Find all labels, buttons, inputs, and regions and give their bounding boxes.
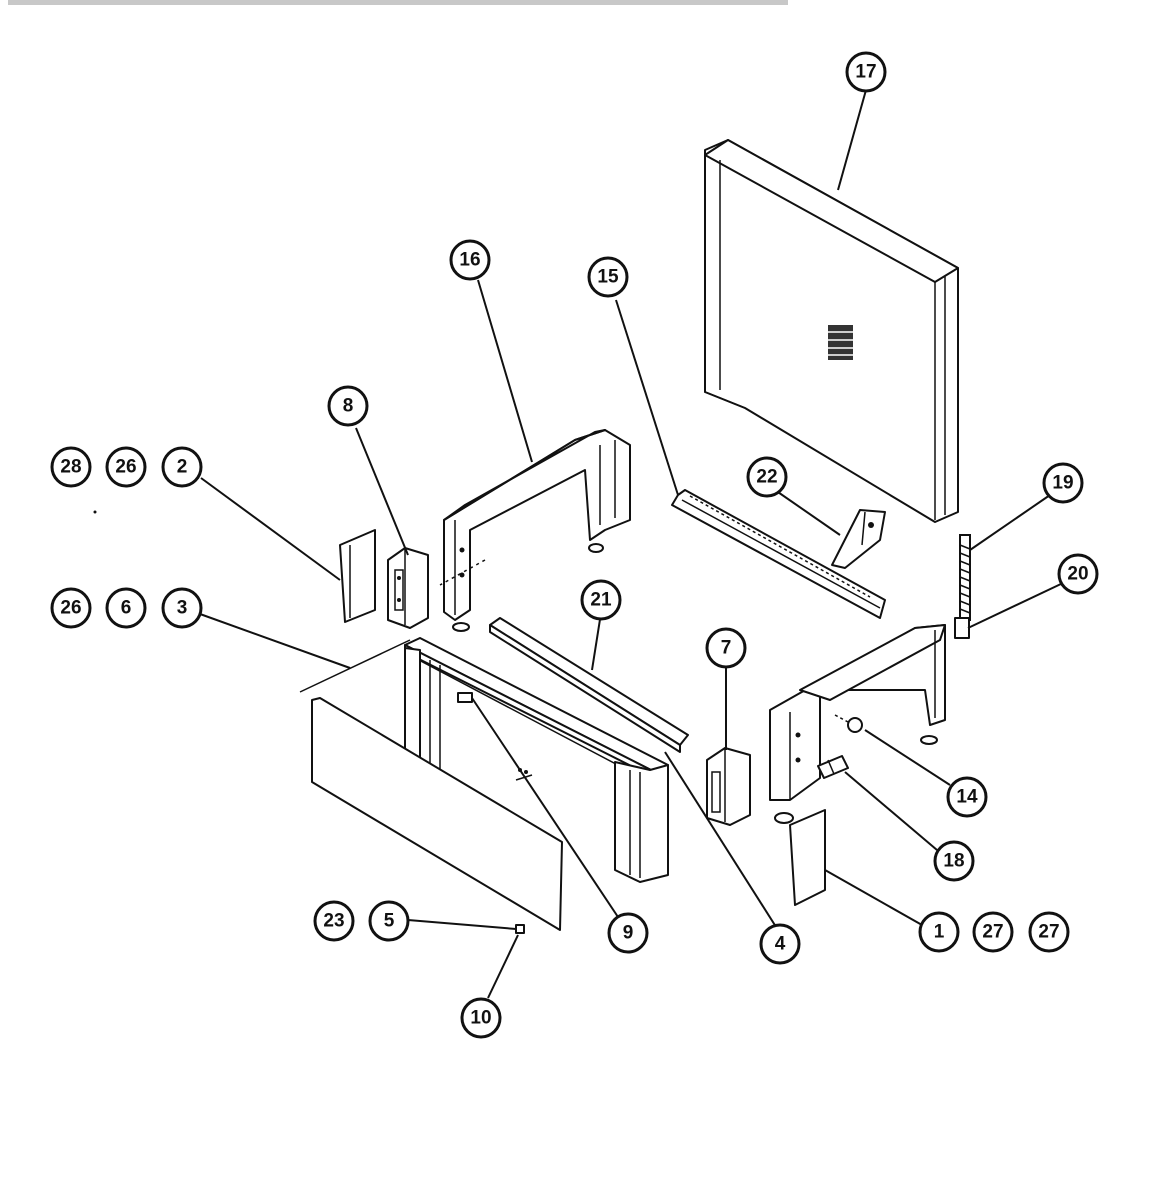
callout-3: 3 — [161, 587, 203, 629]
part-2-plate — [339, 529, 376, 623]
callout-23: 23 — [313, 900, 355, 942]
svg-text:5: 5 — [384, 911, 395, 932]
callout-15: 15 — [587, 256, 629, 298]
svg-text:15: 15 — [597, 267, 619, 288]
callout-6: 6 — [105, 587, 147, 629]
svg-text:23: 23 — [323, 911, 344, 932]
svg-text:2: 2 — [177, 457, 188, 478]
part-21-top-trim — [489, 617, 689, 753]
callout-17: 17 — [845, 51, 887, 93]
callout-14: 14 — [946, 776, 988, 818]
callout-27-a: 27 — [972, 911, 1014, 953]
svg-text:28: 28 — [60, 457, 81, 478]
callout-20: 20 — [1057, 553, 1099, 595]
callout-18: 18 — [933, 840, 975, 882]
callout-10: 10 — [460, 997, 502, 1039]
svg-text:21: 21 — [590, 590, 612, 611]
svg-text:1: 1 — [934, 922, 945, 943]
part-14-nut — [834, 714, 863, 733]
svg-text:22: 22 — [756, 467, 777, 488]
callout-28: 28 — [50, 446, 92, 488]
svg-text:8: 8 — [343, 396, 354, 417]
part-1-panel — [789, 809, 826, 906]
svg-text:3: 3 — [177, 598, 188, 619]
callout-27-b: 27 — [1028, 911, 1070, 953]
part-right-frame — [769, 624, 946, 824]
svg-text:16: 16 — [459, 250, 480, 271]
part-16-left-frame — [439, 429, 631, 632]
part-15-rail — [671, 489, 886, 619]
svg-text:14: 14 — [956, 787, 978, 808]
svg-text:27: 27 — [1038, 922, 1059, 943]
svg-text:26: 26 — [115, 457, 136, 478]
svg-text:4: 4 — [775, 934, 786, 955]
svg-text:20: 20 — [1067, 564, 1088, 585]
header-strip — [8, 0, 788, 5]
svg-text:18: 18 — [943, 851, 964, 872]
part-9-clip — [457, 692, 473, 703]
callout-8: 8 — [327, 385, 369, 427]
callout-21: 21 — [580, 579, 622, 621]
callout-26-mid: 26 — [50, 587, 92, 629]
svg-text:17: 17 — [855, 62, 876, 83]
speck — [93, 510, 97, 514]
callout-4: 4 — [759, 923, 801, 965]
svg-text:10: 10 — [470, 1008, 491, 1029]
part-22-bracket — [831, 509, 886, 569]
part-19-spring — [959, 534, 971, 621]
part-17-back-panel — [704, 139, 959, 523]
svg-text:9: 9 — [623, 923, 634, 944]
svg-text:27: 27 — [982, 922, 1003, 943]
svg-text:7: 7 — [721, 638, 732, 659]
svg-text:6: 6 — [121, 598, 132, 619]
callout-19: 19 — [1042, 462, 1084, 504]
callout-7: 7 — [705, 627, 747, 669]
vent-grille — [828, 325, 853, 360]
part-3-kick-panel — [299, 639, 563, 931]
callout-1: 1 — [918, 911, 960, 953]
callout-26-top: 26 — [105, 446, 147, 488]
svg-text:19: 19 — [1052, 473, 1073, 494]
part-10-screw — [515, 924, 525, 934]
callout-5: 5 — [368, 900, 410, 942]
part-8-hinge-bracket — [387, 547, 429, 629]
svg-text:26: 26 — [60, 598, 81, 619]
part-18-bolt — [817, 755, 849, 779]
leader-lines — [199, 89, 1064, 999]
callout-16: 16 — [449, 239, 491, 281]
callout-2: 2 — [161, 446, 203, 488]
part-20-foot — [954, 617, 970, 639]
callout-22: 22 — [746, 456, 788, 498]
part-7-hinge — [706, 747, 751, 826]
callout-9: 9 — [607, 912, 649, 954]
